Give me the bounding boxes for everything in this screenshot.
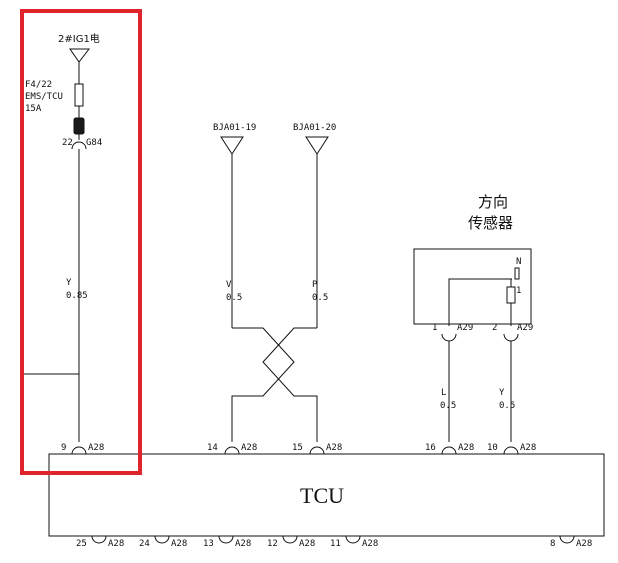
wire-color: P (312, 280, 318, 290)
pin-number: 22 (62, 138, 73, 148)
power-source-branch: 2#IG1电 F4/22 EMS/TCU 15A 22 G84 Y 0.85 (22, 32, 102, 442)
connector-code: G84 (86, 138, 102, 148)
tcu-label: TCU (300, 483, 344, 508)
connector-code: A28 (458, 443, 474, 453)
connector-pin-icon (154, 535, 170, 544)
ground-triangle-icon (69, 48, 91, 63)
connector-pin-icon (282, 535, 298, 544)
sensor-pin-1: 1 (432, 323, 437, 333)
wire-gauge: 0.5 (226, 293, 242, 303)
power-source-label: 2#IG1电 (58, 32, 100, 45)
ground-triangle-icon (305, 136, 329, 155)
pin-number: 15 (292, 443, 303, 453)
pin-number: 11 (330, 539, 341, 549)
highlight-box (20, 9, 142, 475)
connector-pin-icon (71, 446, 87, 455)
pin-number: 8 (550, 539, 555, 549)
connector-code: A28 (299, 539, 315, 549)
sensor-box (413, 248, 532, 325)
wire-gauge: 0.85 (66, 291, 88, 301)
resistor-icon (506, 286, 516, 304)
pin-number: 24 (139, 539, 150, 549)
tcu-top-pins: 9 A28 14 A28 15 A28 16 A28 10 A28 (61, 443, 536, 455)
connector-pin-icon (503, 446, 519, 455)
pin-number: 9 (61, 443, 66, 453)
wire-color: Y (499, 388, 505, 398)
sensor-pin-2-conn: A29 (517, 323, 533, 333)
switch-contact-icon (514, 267, 520, 280)
connector-code: A28 (108, 539, 124, 549)
connector-pin-icon (71, 141, 87, 150)
fuse-rating-line-1: F4/22 (25, 80, 52, 90)
switch-label-n: N (516, 257, 521, 267)
sensor-title-line-1: 方向 (478, 193, 508, 211)
fuse-icon (74, 83, 84, 107)
wire-color: V (226, 280, 232, 290)
connector-code: A28 (576, 539, 592, 549)
tcu-module-box (48, 453, 605, 537)
connector-code: A28 (326, 443, 342, 453)
sensor-pin-1-conn: A29 (457, 323, 473, 333)
connector-pin-icon (224, 446, 240, 455)
sensor-internal-wire (448, 278, 512, 326)
fuse-rating-line-2: EMS/TCU (25, 92, 63, 102)
sensor-title-line-2: 传感器 (468, 214, 513, 232)
pin-number: 10 (487, 443, 498, 453)
wire-gauge: 0.5 (499, 401, 515, 411)
wire-gauge: 0.5 (312, 293, 328, 303)
connector-pin-icon (218, 535, 234, 544)
connector-pin-icon (441, 333, 457, 342)
pin-number: 25 (76, 539, 87, 549)
connector-code: A28 (520, 443, 536, 453)
tcu-bottom-pins: 25 A28 24 A28 13 A28 12 A28 11 A28 8 A28 (76, 535, 592, 549)
connector-pin-icon (441, 446, 457, 455)
wire-gauge: 0.5 (440, 401, 456, 411)
switch-label-1: 1 (516, 286, 521, 296)
connector-pin-icon (503, 333, 519, 342)
connector-block-icon (73, 117, 85, 135)
connector-code: A28 (235, 539, 251, 549)
crossed-wire-left (231, 327, 295, 442)
connector-pin-icon (559, 535, 575, 544)
connector-pin-icon (91, 535, 107, 544)
connector-code: A28 (362, 539, 378, 549)
connector-pin-icon (345, 535, 361, 544)
bja-20-label: BJA01-20 (293, 123, 336, 133)
sensor-pin-2: 2 (492, 323, 497, 333)
pin-number: 14 (207, 443, 218, 453)
connector-code: A28 (241, 443, 257, 453)
wire-color: Y (66, 278, 72, 288)
connector-pin-icon (309, 446, 325, 455)
fuse-rating-line-3: 15A (25, 104, 42, 114)
connector-code: A28 (88, 443, 104, 453)
bja-19-label: BJA01-19 (213, 123, 256, 133)
connector-code: A28 (171, 539, 187, 549)
pin-number: 13 (203, 539, 214, 549)
pin-number: 12 (267, 539, 278, 549)
wire-color: L (441, 388, 446, 398)
crossed-wire-right (262, 327, 318, 442)
ground-triangle-icon (220, 136, 244, 155)
bja-branch: BJA01-19 V 0.5 BJA01-20 P 0.5 (213, 123, 336, 442)
direction-sensor: 方向 传感器 N 1 1 A29 2 A29 L 0.5 Y 0.5 (413, 193, 533, 442)
pin-number: 16 (425, 443, 436, 453)
